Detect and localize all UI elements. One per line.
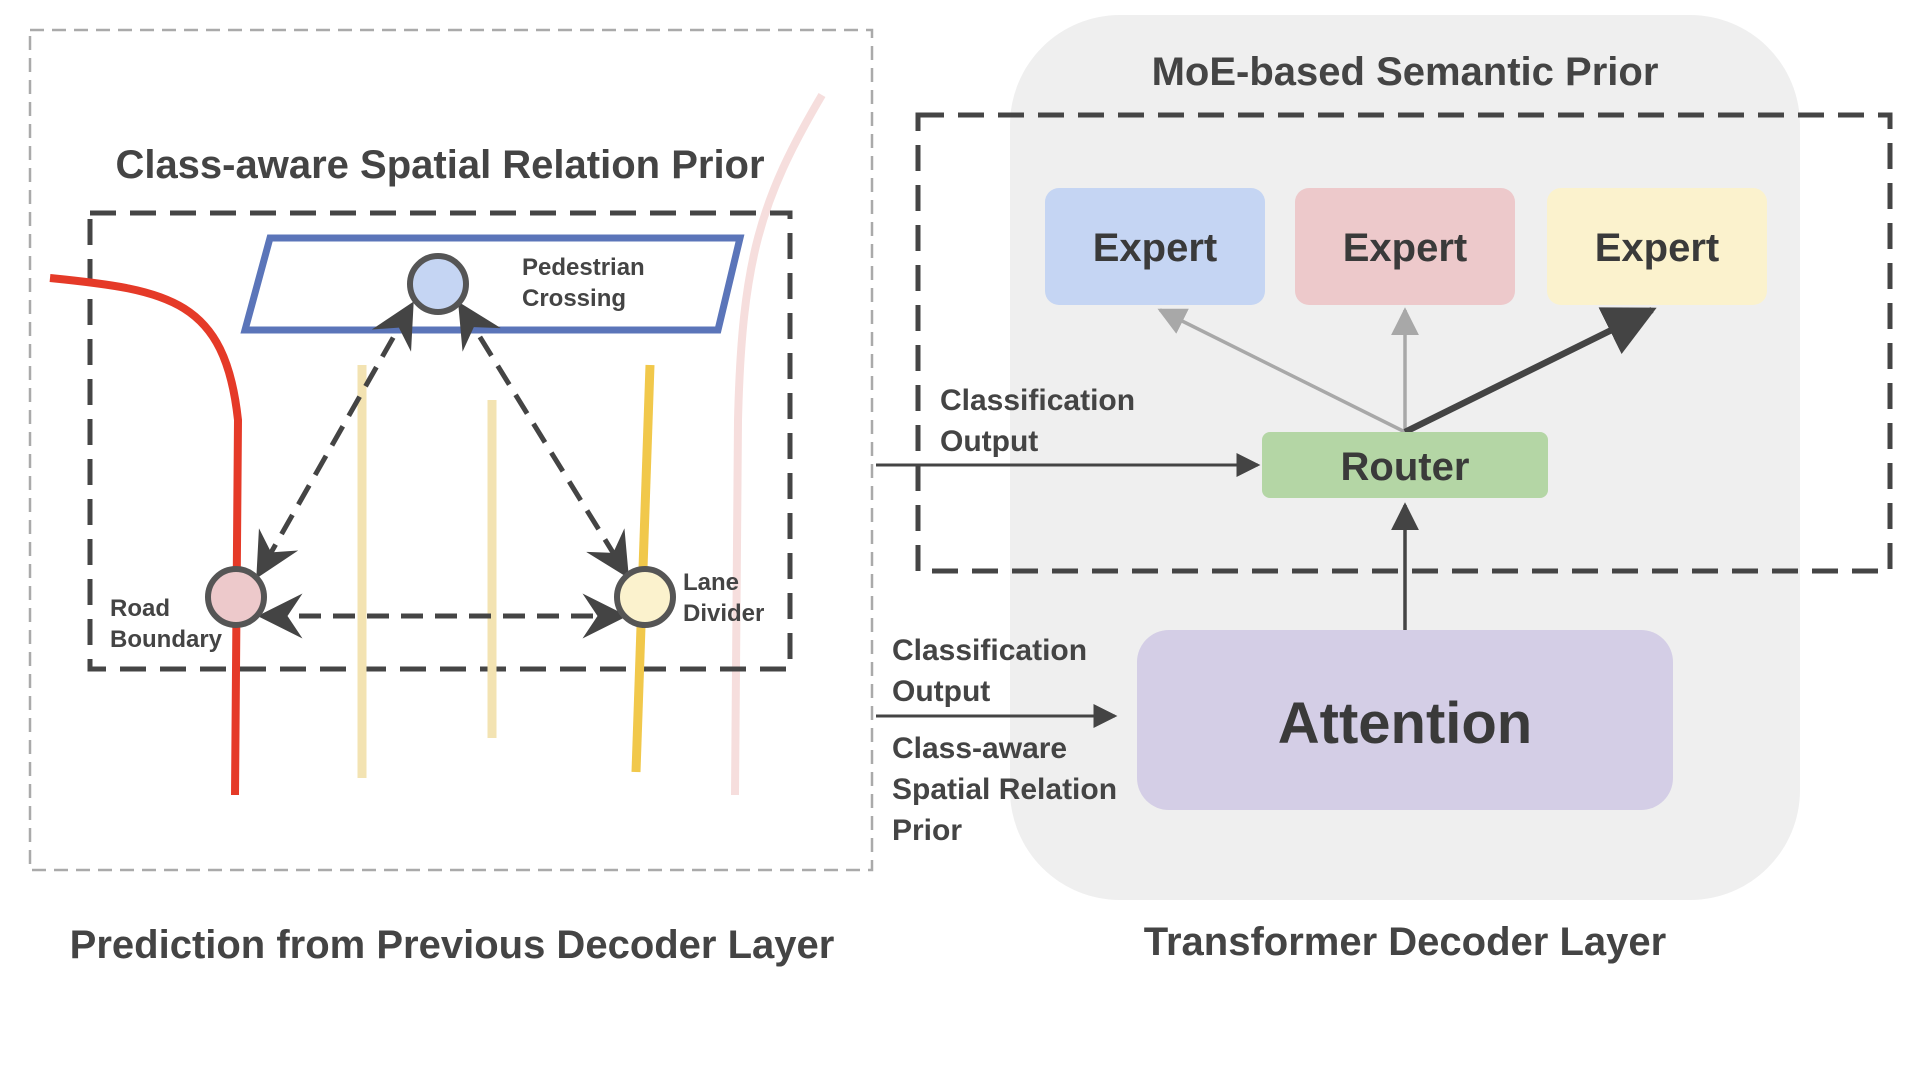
road-boundary-label-line1: Road <box>110 595 170 622</box>
left-caption: Prediction from Previous Decoder Layer <box>70 923 835 967</box>
lower-input-top-line2: Output <box>892 675 990 708</box>
upper-input-label-line1: Classification <box>940 384 1135 417</box>
pedestrian-label-line2: Crossing <box>522 285 626 312</box>
expert-box-3 <box>1547 188 1767 305</box>
lower-input-bottom-line2: Spatial Relation <box>892 773 1117 806</box>
expert-label-1: Expert <box>1093 226 1218 270</box>
expert-label-2: Expert <box>1343 226 1468 270</box>
router-box <box>1262 432 1548 498</box>
moe-title: MoE-based Semantic Prior <box>1152 50 1659 94</box>
road-boundary-line <box>49 274 243 796</box>
prior-title: Class-aware Spatial Relation Prior <box>115 143 764 187</box>
attention-box <box>1137 630 1673 810</box>
road-boundary-label-line2: Boundary <box>110 626 223 653</box>
upper-input-label-line2: Output <box>940 425 1038 458</box>
router-label: Router <box>1341 445 1470 489</box>
left-panel-frame <box>28 28 874 872</box>
lower-input-bottom-line1: Class-aware <box>892 732 1067 765</box>
router-to-expert-1-arrow <box>1157 308 1406 434</box>
lane-divider-node <box>614 566 676 628</box>
expert-label-3: Expert <box>1595 226 1720 270</box>
attention-label: Attention <box>1278 691 1533 756</box>
pedestrian-label-line1: Pedestrian <box>522 254 645 281</box>
lane-divider-label-line2: Divider <box>683 600 764 627</box>
lane-divider-label-line1: Lane <box>683 569 739 596</box>
router-to-expert-3-arrow <box>1403 307 1657 435</box>
relation-arrow-ped-road <box>256 301 414 579</box>
right-caption: Transformer Decoder Layer <box>1144 920 1666 964</box>
road-boundary-node <box>205 566 267 628</box>
prior-dashed-box <box>87 210 793 672</box>
moe-dashed-box <box>915 112 1893 574</box>
pedestrian-crossing-shape <box>240 234 745 334</box>
relation-arrow-ped-lane <box>458 301 629 579</box>
faded-road-line <box>731 92 826 796</box>
expert-box-1 <box>1045 188 1265 305</box>
lower-input-bottom-line3: Prior <box>892 814 962 847</box>
expert-box-2 <box>1295 188 1515 305</box>
pedestrian-node <box>407 253 469 315</box>
lower-input-top-line1: Classification <box>892 634 1087 667</box>
